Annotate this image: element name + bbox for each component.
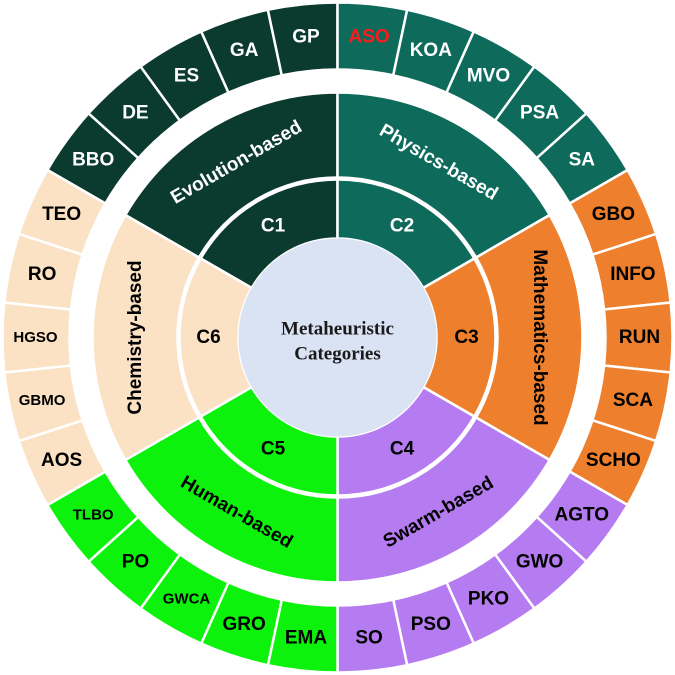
algorithm-de-label: DE bbox=[122, 103, 148, 124]
algorithm-aos-label: AOS bbox=[41, 450, 82, 471]
algorithm-ro-label: RO bbox=[28, 264, 57, 285]
algorithm-teo-label: TEO bbox=[42, 204, 81, 225]
algorithm-gbo-label: GBO bbox=[592, 204, 635, 225]
category-mathematics-based-label: Mathematics-based bbox=[529, 249, 550, 425]
algorithm-gwca-label: GWCA bbox=[163, 591, 211, 608]
algorithm-pso-label: PSO bbox=[411, 614, 451, 635]
algorithm-hgso-label: HGSO bbox=[13, 329, 58, 346]
code-c2-label: C2 bbox=[390, 215, 414, 236]
code-c5-label: C5 bbox=[261, 439, 286, 460]
center-title-line1: Metaheuristic bbox=[281, 318, 394, 339]
algorithm-po-label: PO bbox=[122, 551, 149, 572]
center-title-line2: Categories bbox=[294, 343, 381, 364]
algorithm-psa-label: PSA bbox=[520, 103, 559, 124]
category-chemistry-based-segment bbox=[91, 213, 201, 462]
center-circle bbox=[238, 238, 437, 437]
algorithm-agto-label: AGTO bbox=[555, 505, 610, 526]
algorithm-scho-label: SCHO bbox=[586, 450, 641, 471]
code-c3-label: C3 bbox=[454, 327, 478, 348]
algorithm-teo-segment bbox=[17, 168, 108, 257]
algorithm-gp-label: GP bbox=[292, 27, 320, 48]
algorithm-bbo-label: BBO bbox=[72, 149, 114, 170]
algorithm-run-label: RUN bbox=[619, 327, 660, 348]
code-c4-label: C4 bbox=[390, 439, 415, 460]
algorithm-ga-label: GA bbox=[230, 40, 259, 61]
algorithm-sa-label: SA bbox=[569, 149, 596, 170]
code-c1-label: C1 bbox=[261, 215, 286, 236]
algorithm-gwo-label: GWO bbox=[516, 551, 564, 572]
algorithm-gro-label: GRO bbox=[223, 614, 266, 635]
code-c6-label: C6 bbox=[196, 327, 220, 348]
algorithm-info-label: INFO bbox=[610, 264, 655, 285]
category-chemistry-based-label: Chemistry-based bbox=[125, 260, 146, 414]
algorithm-gbmo-label: GBMO bbox=[19, 392, 66, 409]
algorithm-es-label: ES bbox=[174, 65, 199, 86]
algorithm-tlbo-label: TLBO bbox=[73, 507, 114, 524]
algorithm-aso-label: ASO bbox=[348, 27, 389, 48]
algorithm-ema-label: EMA bbox=[285, 627, 328, 648]
algorithm-mvo-label: MVO bbox=[467, 65, 510, 86]
algorithm-so-label: SO bbox=[355, 627, 382, 648]
algorithm-pko-label: PKO bbox=[468, 589, 509, 610]
algorithm-koa-label: KOA bbox=[410, 40, 453, 61]
algorithm-sca-label: SCA bbox=[613, 390, 653, 411]
